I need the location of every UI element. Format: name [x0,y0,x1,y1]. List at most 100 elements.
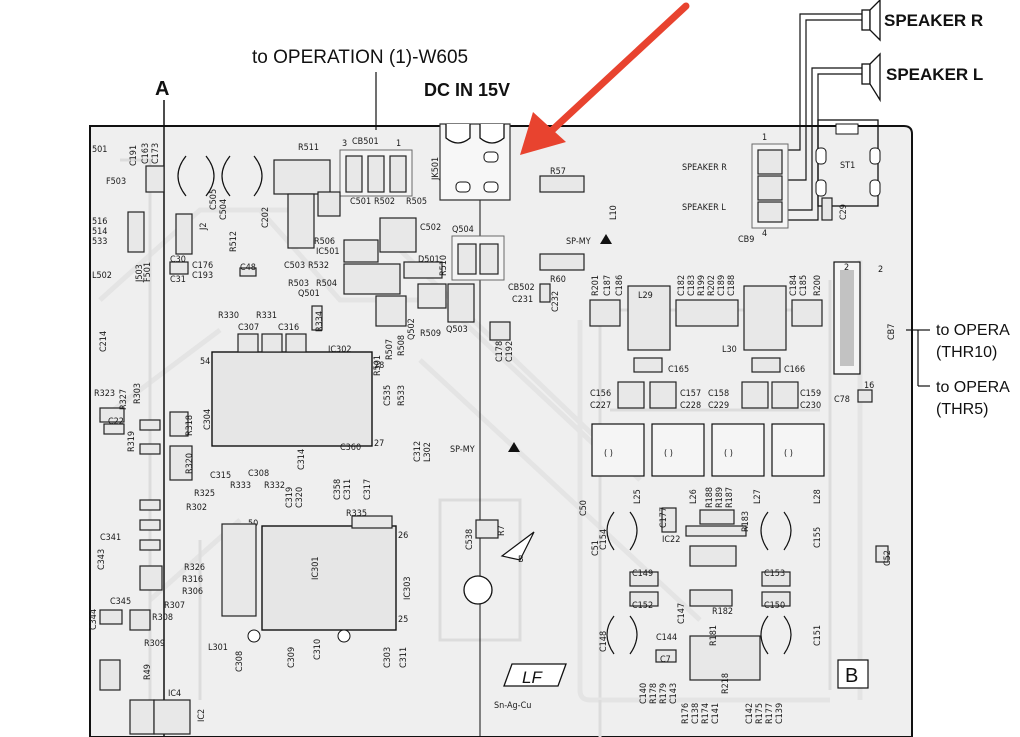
ref-label: R332 [264,481,285,491]
svg-text:IC302: IC302 [328,345,352,355]
ref-label: R182 [712,607,733,617]
ref-label: C343 [97,549,107,570]
ref-label: R512 [229,231,239,252]
ref-label: C202 [261,207,271,228]
ref-label: C308 [235,651,245,672]
ref-label: C345 [110,597,131,607]
ref-label: C138 [691,703,701,724]
ref-label: C153 [764,569,785,579]
ref-label: F501 [143,262,153,282]
ref-label: R502 [374,197,395,207]
ref-label: R176 [681,703,691,724]
ref-label: C152 [632,601,653,611]
ref-label: R316 [182,575,203,585]
ref-label: L25 [633,489,643,504]
ref-label: C31 [170,275,186,285]
ref-label: C147 [677,603,687,624]
ref-label: L29 [638,291,653,301]
ref-label: L10 [609,205,619,220]
sn-ag-cu-label: Sn-Ag-Cu [494,701,531,711]
ref-label: R177 [765,703,775,724]
ref-label: R60 [550,275,566,285]
to-operation-label: to OPERATION (1)-W605 [252,47,468,68]
svg-text:1: 1 [762,133,767,143]
svg-text:( ): ( ) [664,449,673,459]
output-section-parts: ( ) ( ) ( ) ( ) [589,197,889,681]
ref-label: C166 [784,365,805,375]
dc-in-label: DC IN 15V [424,80,510,100]
ref-label: R302 [186,503,207,513]
ref-label: C192 [505,341,515,362]
ref-label: C148 [599,631,609,652]
ref-label: R508 [397,335,407,356]
ref-label: C314 [297,449,307,470]
ic22-label: IC22 [662,535,680,545]
left-edge-parts [99,165,257,735]
ref-label: C505 [209,189,219,210]
ref-label: C229 [708,401,729,411]
ref-label: C341 [100,533,121,543]
ref-label: R188 [705,487,715,508]
ref-label: R308 [152,613,173,623]
cb7-connector: 2 2 16 CB7 [833,261,897,391]
svg-text:1: 1 [396,139,401,149]
section-b-box [837,659,869,689]
lf-mark [503,663,567,687]
ref-label: R334 [315,311,325,332]
ref-label: 516 [92,217,107,227]
ref-label: C78 [834,395,850,405]
to-opera-thr5-label: to OPERA [936,379,1010,396]
ref-label: L28 [813,489,823,504]
svg-text:SPEAKER L: SPEAKER L [682,203,726,213]
ref-label: C227 [590,401,611,411]
ref-label: C186 [615,275,625,296]
ref-label: C538 [465,529,475,550]
ref-label: R303 [133,383,143,404]
ref-label: Q504 [452,225,474,235]
ref-label: L502 [92,271,112,281]
ref-label: C142 [745,703,755,724]
ref-label: C149 [632,569,653,579]
ref-label: R320 [185,453,195,474]
cb501-connector: 3 CB501 1 [339,137,413,197]
ref-label: C7 [660,655,671,665]
ref-label: C183 [687,275,697,296]
ref-label: C312 [413,441,423,462]
ref-label: C309 [287,647,297,668]
ref-label: C22 [108,417,124,427]
ref-label: C303 [383,647,393,668]
svg-text:2: 2 [878,265,883,275]
ref-label: C29 [839,204,849,220]
ref-label: R7 [497,525,507,536]
svg-text:3: 3 [342,139,347,149]
ref-label: C176 [192,261,213,271]
ref-label: C310 [313,639,323,660]
ref-label: C317 [363,479,373,500]
ref-label: C308 [248,469,269,479]
ref-label: R199 [697,275,707,296]
svg-text:CB501: CB501 [352,137,379,147]
ref-label: R309 [144,639,165,649]
ref-label: R325 [194,489,215,499]
ref-label: 533 [92,237,107,247]
ref-label: R323 [94,389,115,399]
ref-label: C304 [203,409,213,430]
svg-text:27: 27 [374,439,384,449]
ref-label: C501 [350,197,371,207]
ref-label: R179 [659,683,669,704]
ref-label: R504 [316,279,337,289]
ref-label: R503 [288,279,309,289]
ref-label: C141 [711,703,721,724]
ref-label: C311 [343,479,353,500]
ref-label: C187 [603,275,613,296]
ref-label: L26 [689,489,699,504]
svg-text:54: 54 [200,357,210,367]
st1-component: ST1 [815,119,881,207]
cb9-connector: 1 SPEAKER R SPEAKER L CB9 4 [682,133,789,245]
svg-text:16: 16 [864,381,874,391]
svg-text:ST1: ST1 [840,161,855,171]
ref-label: R501 [373,355,383,376]
ref-label: R306 [182,587,203,597]
ref-label: R318 [185,415,195,436]
